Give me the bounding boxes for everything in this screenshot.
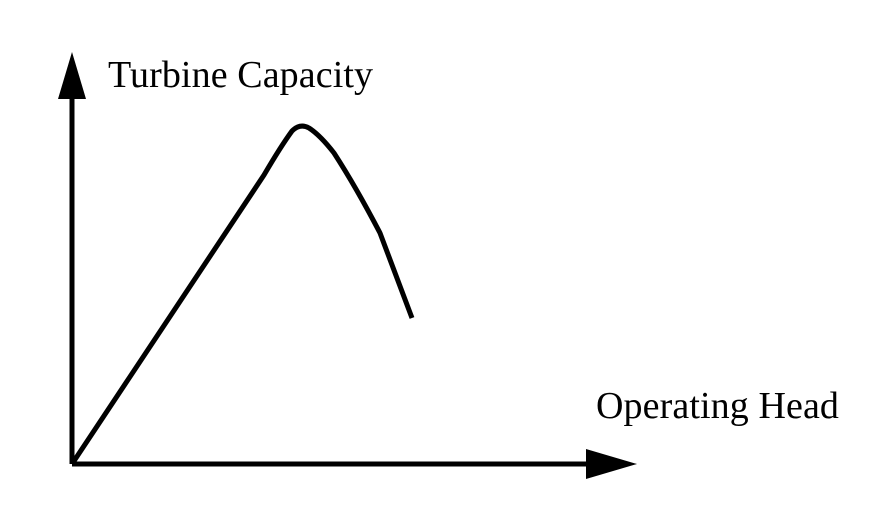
x-axis-label: Operating Head xyxy=(596,385,840,427)
x-axis-arrowhead-icon xyxy=(586,449,637,479)
y-axis-arrowhead-icon xyxy=(58,52,86,99)
turbine-capacity-curve xyxy=(69,123,415,466)
y-axis-label: Turbine Capacity xyxy=(108,54,374,96)
